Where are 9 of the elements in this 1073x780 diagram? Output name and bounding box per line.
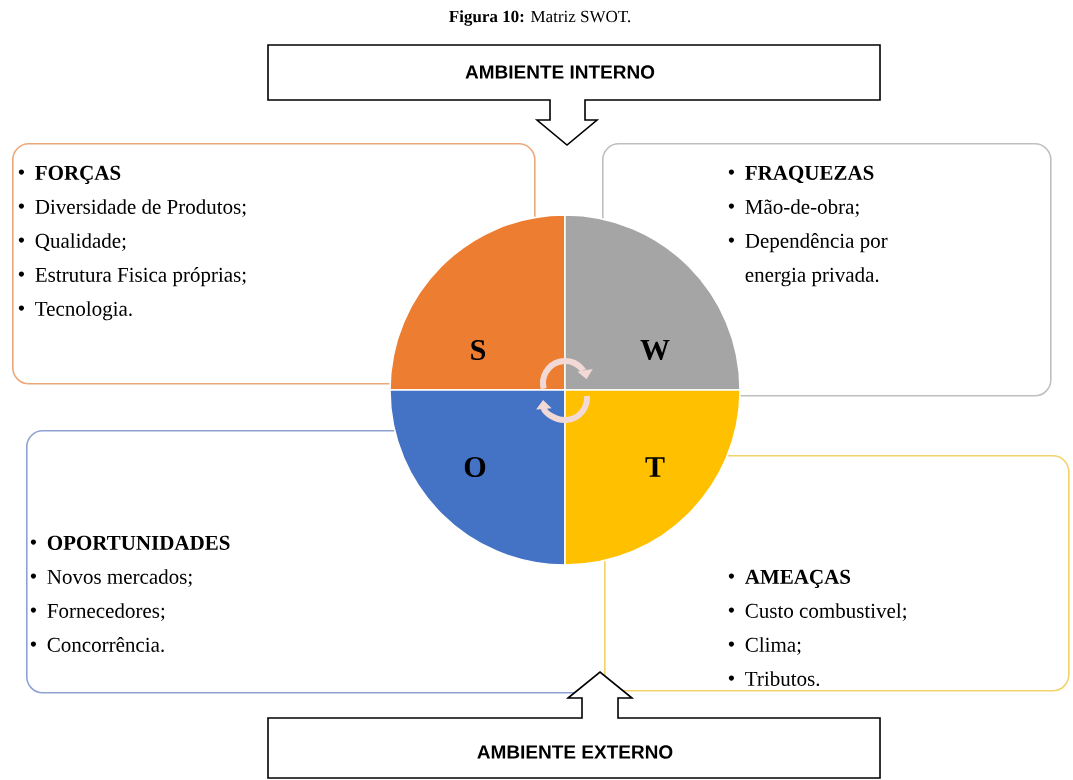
curved-arrow <box>540 358 593 390</box>
quadrant: S <box>389 214 566 391</box>
figure-caption: Figura 10: Matriz SWOT. <box>449 10 631 26</box>
quadrant: O <box>389 389 566 566</box>
quadrant: T <box>564 389 741 566</box>
curved-arrow <box>536 396 590 423</box>
quadrant: W <box>564 214 741 391</box>
callout-box: AMBIENTE INTERNO <box>267 44 881 147</box>
node-label: AMBIENTE EXTERNO <box>477 745 673 759</box>
